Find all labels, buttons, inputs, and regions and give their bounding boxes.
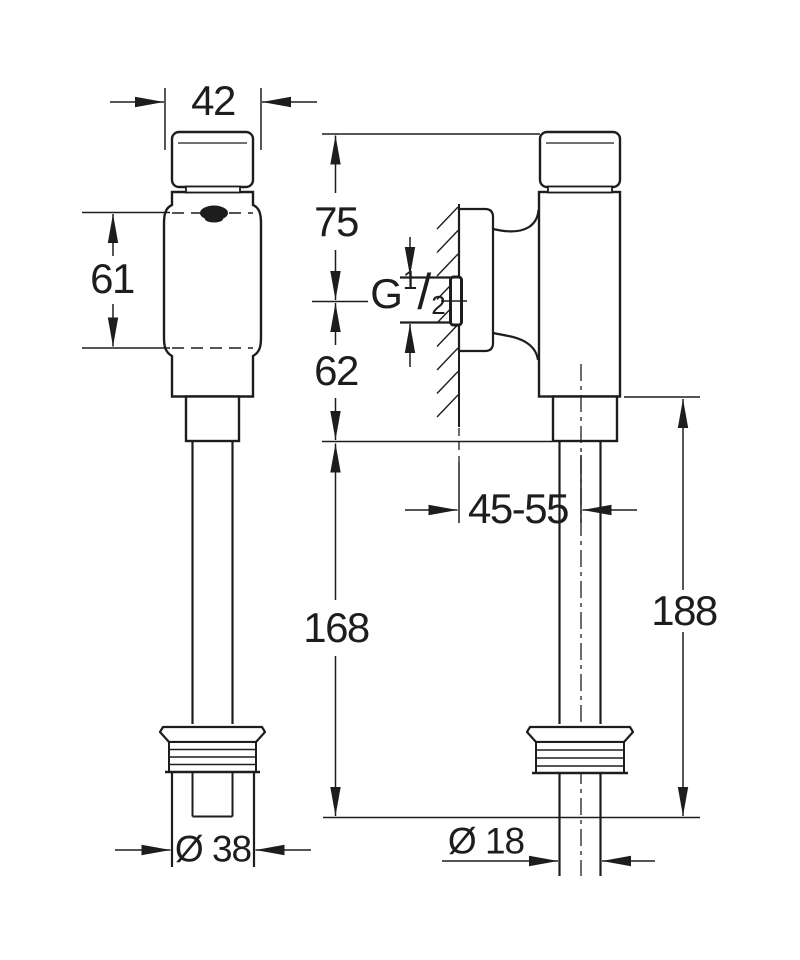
thread-section-front	[165, 741, 260, 774]
thread-numerator: 1	[402, 265, 418, 295]
valve-body-side	[537, 190, 622, 398]
push-button-cap-front	[170, 130, 255, 189]
dim-label-dia-38: Ø 38	[174, 828, 252, 870]
side-view	[400, 130, 635, 876]
dim-label-61: 61	[87, 258, 137, 300]
thread-slash: /	[417, 264, 432, 320]
thread-letter: G	[370, 270, 403, 317]
wall-flange	[457, 207, 495, 353]
valve-body-front	[162, 190, 263, 398]
dim-label-dia-18: Ø 18	[447, 820, 525, 862]
dim-label-42: 42	[191, 77, 236, 124]
dim-label-188: 188	[648, 590, 720, 632]
front-view	[158, 130, 267, 867]
grohe-logo	[200, 205, 228, 223]
push-button-cap-side	[538, 130, 622, 189]
dim-label-45-55: 45-55	[468, 485, 569, 532]
thread-section-side	[532, 741, 628, 775]
dimension-lines	[82, 88, 700, 867]
outlet-connector-front	[184, 395, 241, 443]
dim-label-75: 75	[311, 201, 361, 243]
dim-label-168: 168	[300, 607, 372, 649]
escutcheon-front	[158, 725, 267, 744]
dim-label-62: 62	[311, 350, 361, 392]
thread-denominator: 2	[431, 290, 446, 320]
wall-hatching	[436, 206, 459, 418]
escutcheon-side	[525, 725, 635, 744]
outlet-connector-side	[551, 395, 619, 443]
